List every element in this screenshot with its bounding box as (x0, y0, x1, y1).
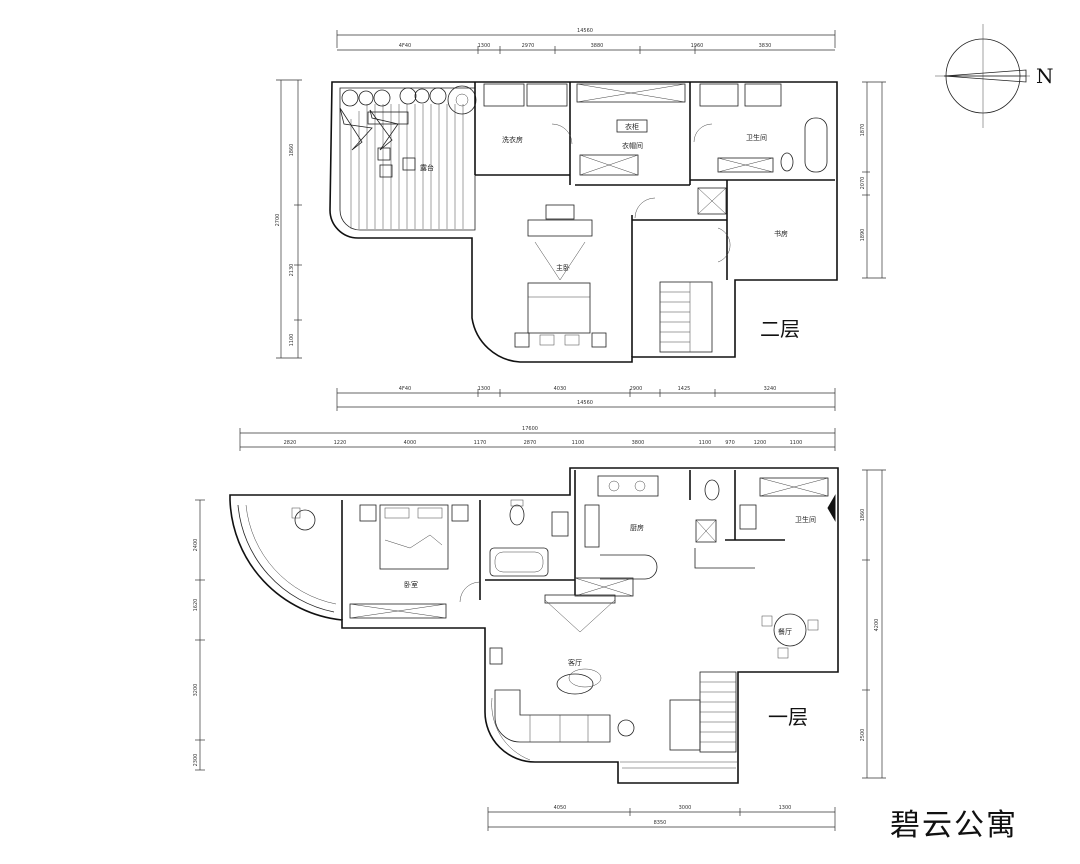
upper-bottom-dimension-line: 4F40 1300 4030 2900 1425 3240 14560 (336, 386, 836, 411)
room-living-label: 客厅 (568, 658, 582, 667)
lower-right-dimension-line: 1860 4200 2500 (860, 469, 886, 779)
dim-text: 2130 (289, 264, 295, 277)
wardrobe-sign: 衣柜 (625, 122, 639, 131)
room-terrace-label: 露台 (420, 163, 434, 172)
room-bedroom-label: 主卧 (556, 263, 570, 272)
dim-text: 1425 (678, 386, 691, 392)
lower-floor-label: 一层 (768, 705, 808, 729)
upper-floor-plan: 衣柜 洗衣房 衣帽间 卫生间 露台 主卧 书房 二层 (329, 81, 838, 363)
north-arrow-icon: N (935, 24, 1054, 128)
dim-text: 1100 (572, 440, 585, 446)
room-bath-label: 卫生间 (795, 515, 816, 524)
room-bath-label: 卫生间 (746, 133, 767, 142)
upper-floor-label: 二层 (760, 317, 800, 341)
room-laundry-label: 洗衣房 (502, 135, 523, 144)
dim-text: 2820 (284, 440, 297, 446)
dim-text: 3800 (632, 440, 645, 446)
room-wardrobe-label: 衣帽间 (622, 141, 643, 150)
upper-top-total-dim: 14560 (577, 28, 593, 34)
upper-left-dimension-line: 1860 2700 2130 1100 (275, 79, 302, 359)
room-dining-label: 餐厅 (778, 627, 792, 636)
lower-bottom-dimension-line: 4050 3000 1300 8350 (487, 805, 836, 831)
dim-text: 2400 (193, 539, 199, 552)
dim-text: 1860 (289, 144, 295, 157)
dim-text: 4030 (554, 386, 567, 392)
dim-text: 1200 (754, 440, 767, 446)
room-study-label: 书房 (774, 229, 788, 238)
north-label: N (1036, 64, 1054, 88)
dim-text: 2970 (522, 43, 535, 49)
lower-top-dimension-line: 17600 2820 1220 4000 1170 2870 1100 3800… (239, 426, 836, 451)
dim-text: 2700 (275, 214, 281, 227)
dim-text: 1220 (334, 440, 347, 446)
dim-text: 3000 (679, 805, 692, 811)
dim-text: 1300 (779, 805, 792, 811)
dim-text: 3880 (591, 43, 604, 49)
room-kitchen-label: 厨房 (630, 523, 644, 532)
dim-text: 1100 (790, 440, 803, 446)
dim-text: 1870 (860, 124, 866, 137)
dim-text: 1960 (691, 43, 704, 49)
wardrobe-sign-box (616, 119, 648, 133)
dim-text: 2900 (630, 386, 643, 392)
dim-text: 3830 (759, 43, 772, 49)
dim-text: 2870 (524, 440, 537, 446)
dim-text: 4F40 (399, 43, 411, 49)
dim-text: 17600 (522, 426, 538, 432)
upper-top-dimension-line: 14560 4F40 1300 2970 3880 1960 3830 (336, 28, 836, 54)
upper-stairs (659, 281, 713, 353)
dim-text: 1890 (860, 229, 866, 242)
dim-text: 4200 (874, 619, 880, 632)
dim-text: 1300 (478, 386, 491, 392)
dim-text: 2500 (860, 729, 866, 742)
lower-left-dimension-line: 2400 1620 3200 2300 (193, 499, 205, 771)
potted-plants (339, 85, 477, 151)
dim-text: 2070 (860, 177, 866, 190)
dim-text: 1170 (474, 440, 487, 446)
dim-text: 14560 (577, 400, 593, 406)
dim-text: 4F40 (399, 386, 411, 392)
dim-text: 1860 (860, 509, 866, 522)
dim-text: 1620 (193, 599, 199, 612)
dim-text: 3200 (193, 684, 199, 697)
dim-text: 1100 (289, 334, 295, 347)
dim-text: 4000 (404, 440, 417, 446)
dim-text: 8350 (654, 820, 667, 826)
dim-text: 3240 (764, 386, 777, 392)
drawing-title: 碧云公寓 (890, 808, 1018, 843)
dim-text: 2300 (193, 754, 199, 767)
dim-text: 1100 (699, 440, 712, 446)
dim-text: 970 (725, 440, 735, 446)
dim-text: 4050 (554, 805, 567, 811)
upper-right-dimension-line: 1870 2070 1890 (860, 81, 886, 279)
room-bedroom-label: 卧室 (404, 580, 418, 589)
lower-stairs (669, 671, 737, 753)
dim-text: 1300 (478, 43, 491, 49)
lower-floor-plan: 卧室 厨房 卫生间 餐厅 (229, 467, 839, 784)
